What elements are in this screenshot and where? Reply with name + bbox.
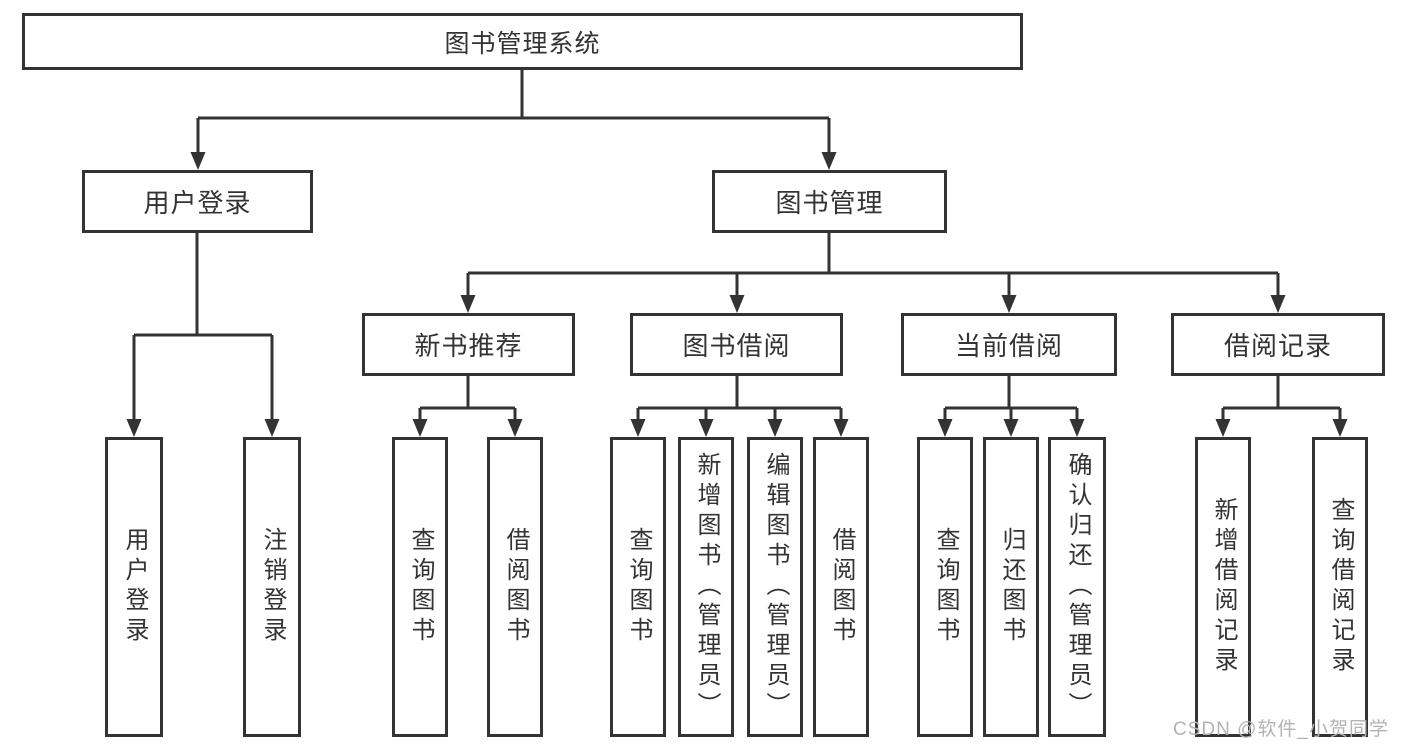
- node-root-label: 图书管理系统: [444, 29, 601, 58]
- leaf-user-login: 用户登录: [105, 437, 163, 737]
- leaf-add-borrow-record: 新增借阅记录: [1195, 437, 1251, 737]
- node-borrow-records: 借阅记录: [1171, 313, 1385, 376]
- leaf-query-books-1: 查询图书: [392, 437, 448, 737]
- leaf-add-books-admin: 新增图书（管理员）: [678, 437, 734, 737]
- leaf-return-books: 归还图书: [983, 437, 1039, 737]
- node-borrow-records-label: 借阅记录: [1223, 331, 1332, 361]
- node-book-borrow: 图书借阅: [630, 313, 843, 376]
- node-user-login: 用户登录: [82, 170, 313, 233]
- leaf-query-books-3: 查询图书: [917, 437, 973, 737]
- leaf-logout-label: 注销登录: [259, 527, 286, 647]
- leaf-query-borrow-record-label: 查询借阅记录: [1327, 497, 1354, 677]
- csdn-watermark: CSDN @软件_小贺同学: [1173, 719, 1389, 740]
- leaf-logout: 注销登录: [243, 437, 301, 737]
- leaf-edit-books-admin: 编辑图书（管理员）: [747, 437, 803, 737]
- leaf-add-borrow-record-label: 新增借阅记录: [1210, 497, 1237, 677]
- leaf-edit-books-admin-label: 编辑图书（管理员）: [762, 452, 789, 722]
- node-user-login-label: 用户登录: [143, 188, 252, 218]
- node-new-book-recommend: 新书推荐: [362, 313, 575, 376]
- leaf-borrow-books-1-label: 借阅图书: [502, 527, 529, 647]
- node-root-library-system: 图书管理系统: [22, 13, 1023, 70]
- leaf-confirm-return-admin: 确认归还（管理员）: [1048, 437, 1106, 737]
- leaf-borrow-books-2-label: 借阅图书: [828, 527, 855, 647]
- leaf-query-borrow-record: 查询借阅记录: [1312, 437, 1368, 737]
- node-book-borrow-label: 图书借阅: [682, 331, 791, 361]
- node-current-borrow: 当前借阅: [901, 313, 1117, 376]
- node-book-management: 图书管理: [712, 170, 947, 233]
- leaf-user-login-label: 用户登录: [121, 527, 148, 647]
- leaf-return-books-label: 归还图书: [998, 527, 1025, 647]
- leaf-query-books-2-label: 查询图书: [625, 527, 652, 647]
- leaf-query-books-2: 查询图书: [610, 437, 666, 737]
- leaf-add-books-admin-label: 新增图书（管理员）: [693, 452, 720, 722]
- node-current-borrow-label: 当前借阅: [954, 331, 1063, 361]
- node-new-book-recommend-label: 新书推荐: [414, 331, 523, 361]
- leaf-query-books-1-label: 查询图书: [407, 527, 434, 647]
- leaf-confirm-return-admin-label: 确认归还（管理员）: [1064, 452, 1091, 722]
- leaf-borrow-books-1: 借阅图书: [487, 437, 543, 737]
- leaf-query-books-3-label: 查询图书: [932, 527, 959, 647]
- node-book-management-label: 图书管理: [775, 188, 884, 218]
- leaf-borrow-books-2: 借阅图书: [813, 437, 869, 737]
